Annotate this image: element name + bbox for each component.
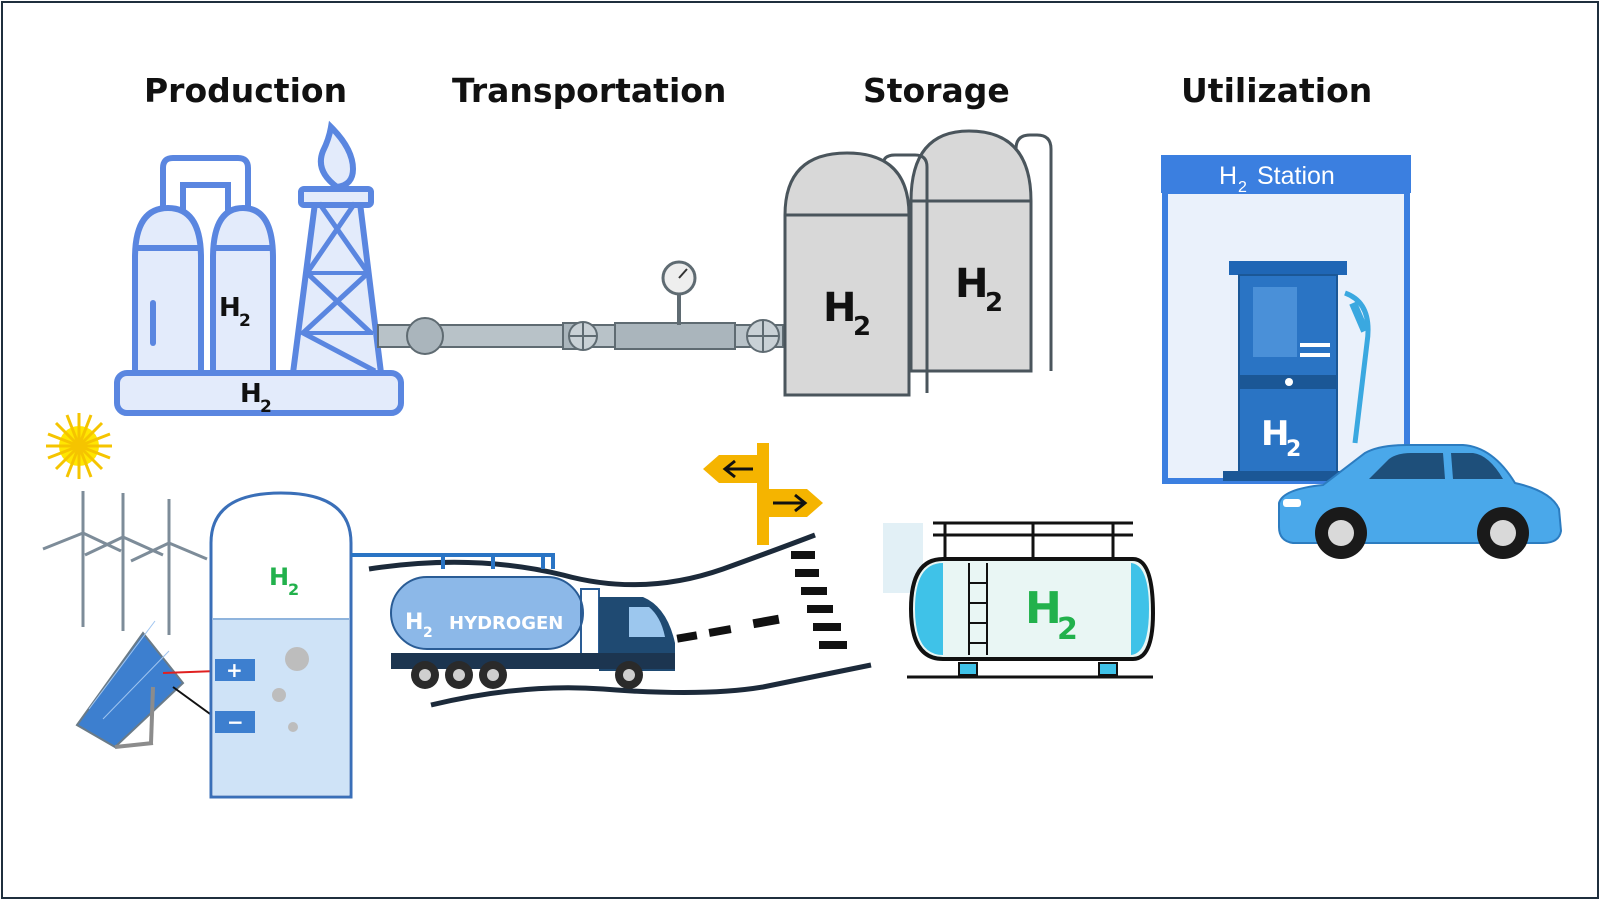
svg-text:H: H (269, 563, 289, 591)
svg-text:2: 2 (260, 397, 272, 417)
electrolyzer-h2-label: H 2 (269, 563, 299, 599)
tanker-truck-icon (390, 555, 675, 689)
svg-text:2: 2 (288, 580, 299, 599)
svg-text:2: 2 (239, 311, 251, 331)
svg-text:H: H (1261, 414, 1289, 454)
svg-text:H: H (240, 379, 262, 409)
storage-silo-icon (783, 129, 1053, 397)
svg-text:H: H (1219, 162, 1237, 190)
truck-hydrogen-label: H 2 HYDROGEN (405, 610, 563, 641)
stage-title-transportation: Transportation (452, 71, 727, 110)
svg-text:2: 2 (985, 288, 1003, 318)
hydrogen-value-chain-illustration: H 2 H 2 (42, 120, 1563, 799)
silo-back-h2-label: H 2 (955, 261, 1003, 318)
car-icon (1278, 444, 1563, 559)
sun-icon (46, 413, 112, 479)
svg-text:Station: Station (1257, 162, 1335, 190)
solar-panel-icon (75, 620, 218, 749)
svg-text:+: + (226, 658, 243, 682)
tank-h2-label: H 2 (1025, 583, 1078, 647)
stage-title-utilization: Utilization (1181, 71, 1373, 110)
refinery-icon (114, 120, 404, 416)
svg-text:−: − (227, 710, 244, 734)
horizontal-tank-icon (883, 521, 1156, 679)
svg-text:HYDROGEN: HYDROGEN (449, 613, 563, 634)
svg-text:H: H (823, 285, 856, 331)
road-icon (368, 532, 872, 708)
svg-text:H: H (219, 293, 241, 323)
svg-text:H: H (1025, 583, 1062, 634)
station-sign-label: H 2 Station (1219, 162, 1335, 196)
electrode-labels: + − (226, 658, 244, 734)
svg-text:2: 2 (1057, 612, 1078, 647)
pressure-gauge-icon (661, 260, 697, 325)
svg-text:2: 2 (423, 625, 433, 641)
fuel-pump-icon (1223, 261, 1371, 481)
direction-sign-icon (703, 443, 823, 545)
svg-text:2: 2 (1286, 437, 1301, 462)
stage-title-production: Production (144, 71, 348, 110)
svg-text:2: 2 (1238, 179, 1247, 196)
silo-front-h2-label: H 2 (823, 285, 871, 342)
pump-h2-label: H 2 (1261, 414, 1301, 462)
svg-text:H: H (955, 261, 988, 307)
svg-text:2: 2 (853, 312, 871, 342)
wind-turbine-icon (42, 491, 208, 635)
stage-title-storage: Storage (863, 71, 1010, 110)
electrolyzer-icon (209, 491, 555, 799)
pipeline-icon (377, 317, 784, 355)
refinery-h2-label: H 2 (219, 293, 251, 331)
refinery-base-h2-label: H 2 (240, 379, 272, 417)
svg-text:H: H (405, 610, 423, 635)
